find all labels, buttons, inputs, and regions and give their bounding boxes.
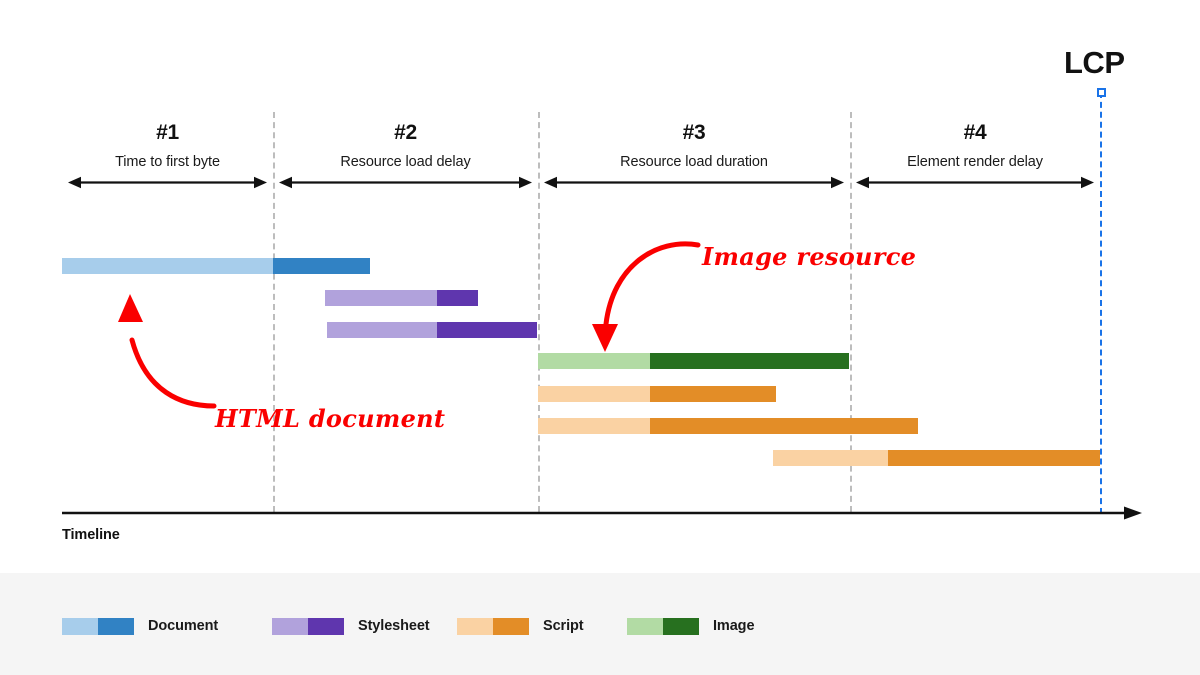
phase-measure-arrow-4 [856, 176, 1094, 189]
waterfall-bar-document [62, 258, 370, 274]
bar-segment-transfer [273, 258, 370, 274]
bar-segment-wait [773, 450, 888, 466]
legend-item-stylesheet: Stylesheet [272, 615, 430, 637]
bar-segment-wait [538, 386, 650, 402]
bar-segment-transfer [888, 450, 1100, 466]
waterfall-bar-script [538, 418, 918, 434]
phase-name: Resource load delay [340, 154, 471, 170]
phase-name: Time to first byte [115, 154, 220, 170]
annotation-image-resource: Image resource [702, 242, 917, 271]
phase-measure-arrow-3 [544, 176, 844, 189]
legend-swatch-image [627, 617, 699, 635]
legend-swatch-dark [663, 617, 699, 635]
bar-segment-wait [538, 353, 650, 369]
bar-segment-transfer [437, 322, 537, 338]
waterfall-bar-stylesheet [327, 322, 537, 338]
bar-segment-wait [538, 418, 650, 434]
lcp-dashed-line [1100, 92, 1102, 514]
phase-number: #3 [682, 121, 706, 144]
html-document-annotation-arrow [118, 294, 217, 409]
waterfall-bar-stylesheet [325, 290, 478, 306]
phase-number: #4 [963, 121, 987, 144]
legend-swatch-script [457, 617, 529, 635]
legend-swatch-light [457, 617, 493, 635]
legend-item-document: Document [62, 615, 218, 637]
phase-number: #1 [156, 121, 179, 144]
legend-swatch-light [627, 617, 663, 635]
lcp-marker-icon [1097, 88, 1106, 97]
phase-name: Element render delay [907, 154, 1043, 170]
bar-segment-wait [325, 290, 437, 306]
phase-number: #2 [394, 121, 417, 144]
legend-swatch-document [62, 617, 134, 635]
legend-label: Image [713, 618, 755, 634]
waterfall-bar-script [773, 450, 1100, 466]
legend-band [0, 573, 1200, 675]
annotation-html-document: HTML document [215, 404, 446, 433]
phase-name: Resource load duration [620, 154, 768, 170]
legend-swatch-light [62, 617, 98, 635]
phase-divider-2 [538, 112, 540, 512]
legend-label: Document [148, 618, 219, 634]
legend-swatch-dark [493, 617, 529, 635]
lcp-label: LCP [1064, 45, 1125, 80]
legend-swatch-dark [308, 617, 344, 635]
bar-segment-transfer [650, 418, 918, 434]
legend-swatch-dark [98, 617, 134, 635]
phase-divider-3 [850, 112, 852, 512]
image-resource-annotation-arrow [592, 241, 701, 352]
legend-label: Stylesheet [358, 618, 430, 634]
waterfall-bar-script [538, 386, 776, 402]
phase-divider-1 [273, 112, 275, 512]
bar-segment-transfer [437, 290, 478, 306]
bar-segment-transfer [650, 386, 776, 402]
legend-label: Script [543, 618, 584, 634]
legend-item-image: Image [627, 615, 755, 637]
timeline-axis [62, 506, 1142, 520]
bar-segment-wait [327, 322, 437, 338]
legend-item-script: Script [457, 615, 584, 637]
legend-swatch-light [272, 617, 308, 635]
waterfall-bar-image [538, 353, 849, 369]
timeline-axis-label: Timeline [62, 527, 120, 543]
legend-swatch-stylesheet [272, 617, 344, 635]
phase-measure-arrow-2 [279, 176, 532, 189]
bar-segment-wait [62, 258, 273, 274]
bar-segment-transfer [650, 353, 849, 369]
phase-measure-arrow-1 [68, 176, 267, 189]
